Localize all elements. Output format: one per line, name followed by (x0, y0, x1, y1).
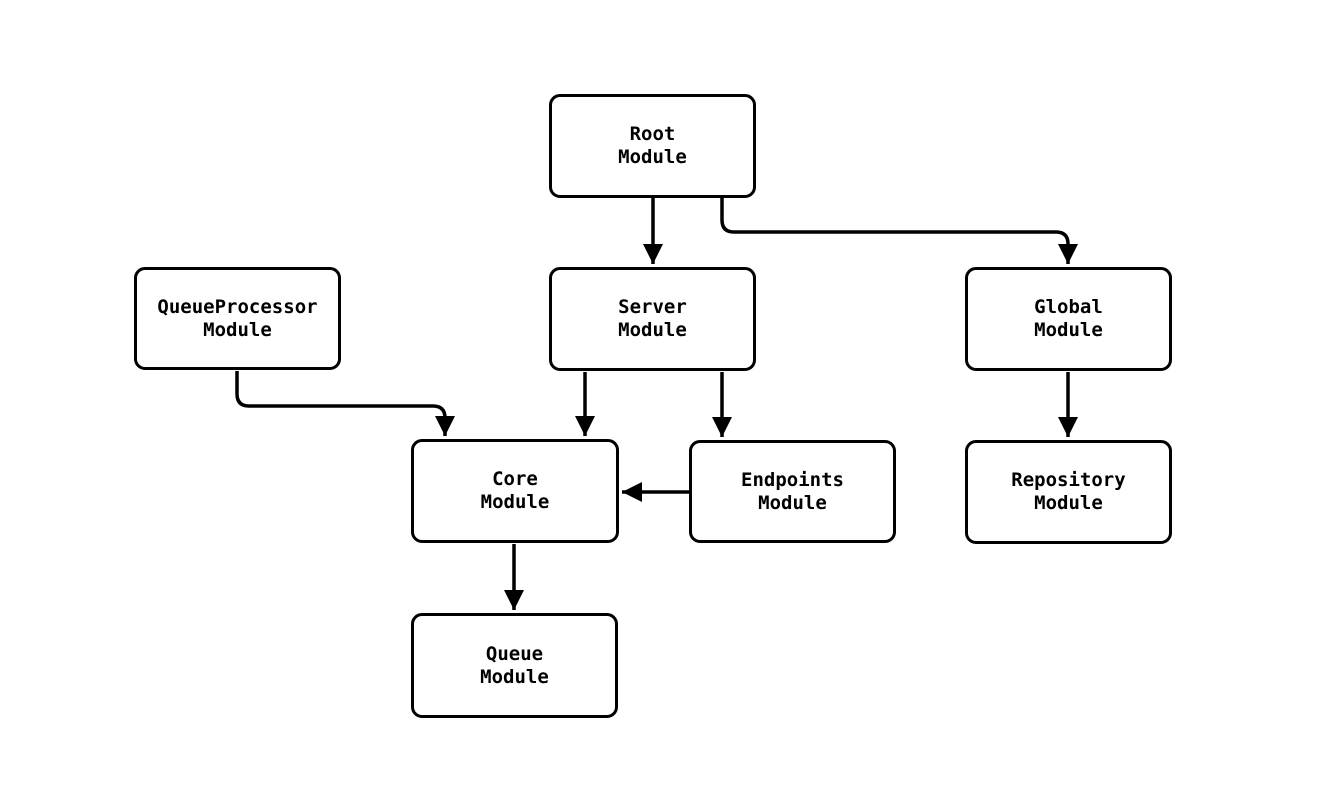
node-label: Module (480, 665, 549, 688)
node-label: Module (480, 491, 550, 513)
node-label: Global (1034, 296, 1103, 318)
node-label: Core (492, 468, 538, 490)
node-label: Queue (485, 642, 544, 665)
node-label: Endpoints (741, 468, 844, 491)
node-label: Server (618, 296, 687, 318)
node-label: Module (203, 318, 272, 341)
node-label: Module (618, 319, 687, 341)
node-label: Module (1034, 319, 1103, 341)
node-label: Module (758, 491, 827, 514)
edge-queueprocessor-module-to-core-module (235, 371, 455, 436)
node-label: Root (629, 123, 676, 145)
node-label: Repository (1011, 469, 1126, 491)
node-label: Module (618, 146, 687, 168)
node-label: Module (1034, 492, 1103, 514)
edge-root-module-to-global-module (720, 198, 1078, 264)
node-label: QueueProcessor (157, 295, 318, 318)
